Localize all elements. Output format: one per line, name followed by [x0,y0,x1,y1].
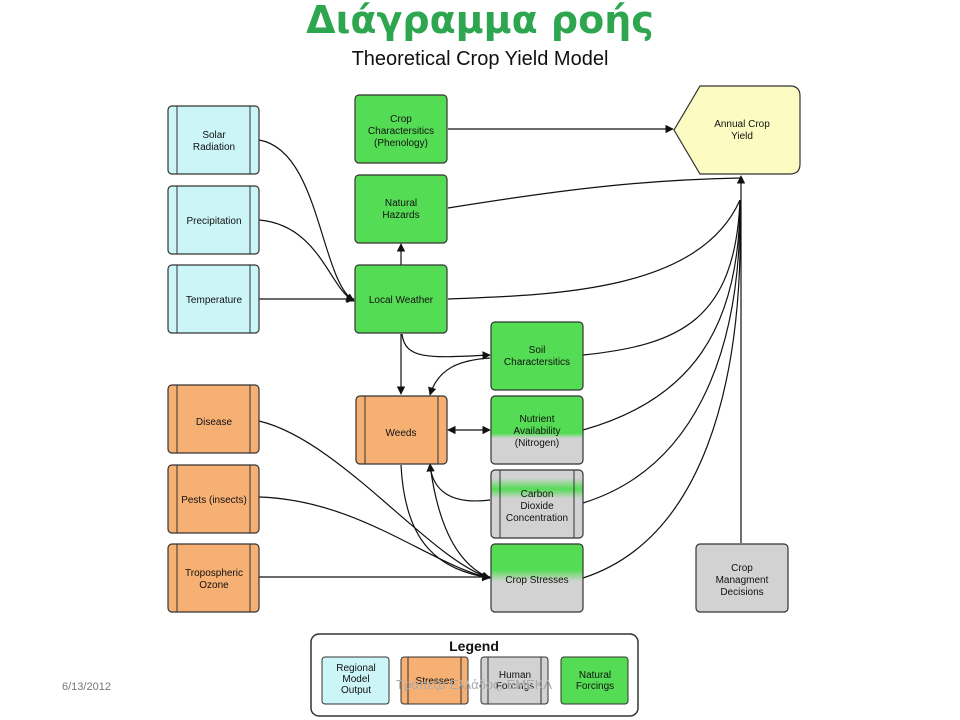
node-temperature: Temperature [167,264,260,334]
svg-text:Temperature: Temperature [186,295,243,306]
slide-title: Διάγραμμα ροής [306,0,654,42]
svg-text:Stresses: Stresses [416,676,455,687]
svg-text:Precipitation: Precipitation [186,216,241,227]
svg-text:Crop Stresses: Crop Stresses [505,575,568,586]
node-crop-stresses: Crop Stresses [490,543,584,613]
edge-stresses-yield [582,199,741,579]
edge-weather-yield [447,199,741,300]
footer-date: 6/13/2012 [62,681,111,693]
edge-soil-yield [582,199,741,356]
edge-disease-stresses [258,420,491,580]
diagram-subtitle: Theoretical Crop Yield Model [351,48,609,70]
edge-carbon-weeds [426,463,491,502]
edge-solar-weather [258,139,355,302]
node-precipitation: Precipitation [167,185,260,255]
edge-weeds-stresses [400,464,491,581]
node-weeds: Weeds [355,395,448,465]
svg-text:Legend: Legend [449,638,499,654]
svg-text:Disease: Disease [196,417,233,428]
edge-weeds-stresses-2 [429,464,491,579]
node-local-weather: Local Weather [354,264,448,334]
edge-pests-stresses [258,496,491,581]
edge-weather-soil [401,333,491,360]
svg-text:Pests (insects): Pests (insects) [181,495,247,506]
edge-hazards-yield [447,177,741,209]
legend-item-stresses: Stresses [400,656,469,705]
edge-carbon-yield [582,199,741,504]
edge-precip-weather [258,219,355,302]
node-pests: Pests (insects) [167,464,260,534]
footer-center-text: Τράπεζα Ελλάδος, ΕΜΕΚΑ [396,677,553,692]
edge-nutrient-yield [582,199,741,431]
edge-soil-weeds [428,357,491,396]
svg-text:Weeds: Weeds [386,428,417,439]
connectors [258,124,746,582]
node-disease: Disease [167,384,260,454]
svg-text:Local Weather: Local Weather [369,295,434,306]
